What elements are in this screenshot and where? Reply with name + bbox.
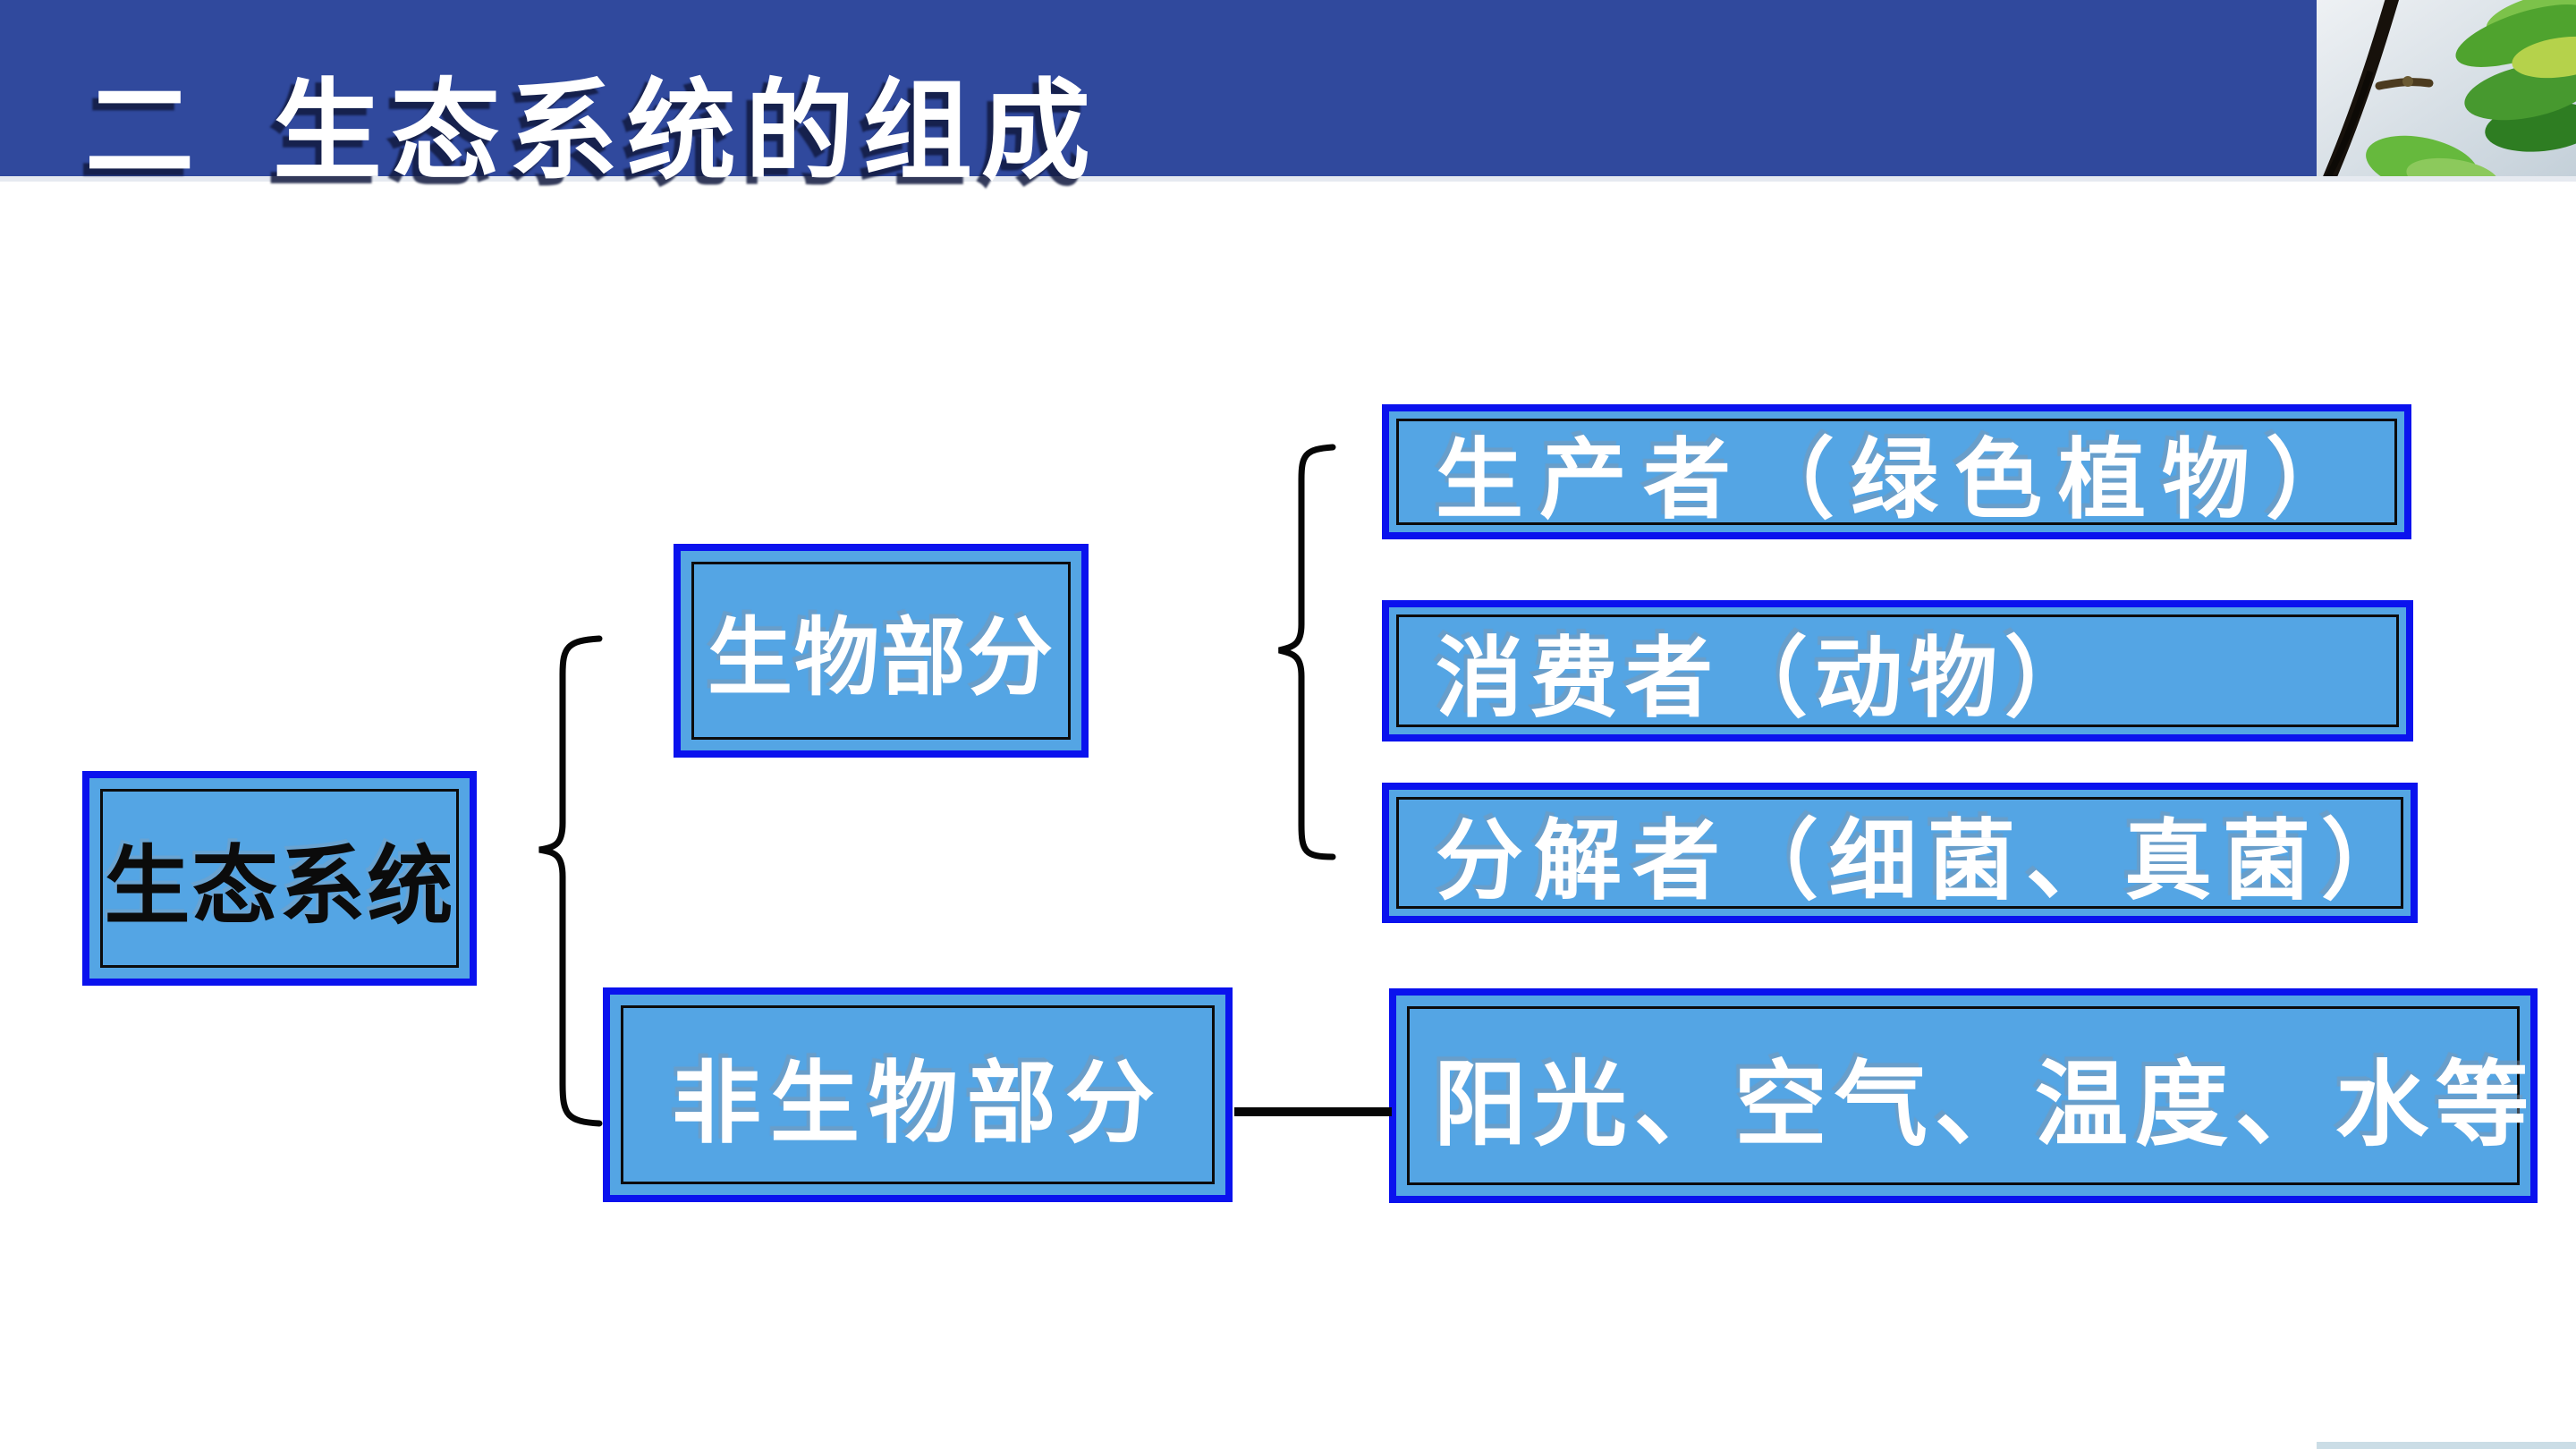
node-consumer: 消费者（动物） — [1382, 600, 2413, 741]
leaf-cluster-top — [2455, 0, 2576, 79]
node-biotic-label: 生物部分 — [707, 611, 1055, 706]
page-title: 二 生态系统的组成 — [85, 71, 1099, 192]
node-decomposer: 分解者（细菌、真菌） — [1382, 783, 2418, 923]
left-brace-biotic-icon — [1278, 444, 1336, 860]
node-abiotic-items-label: 阳光、空气、温度、水等 — [1434, 1053, 2537, 1157]
node-decomposer-label: 分解者（细菌、真菌） — [1436, 810, 2420, 910]
node-ecosystem: 生态系统 — [82, 771, 477, 986]
leaf-branch-photo — [2317, 0, 2576, 176]
node-biotic: 生物部分 — [674, 544, 1089, 758]
left-brace-root-icon — [538, 635, 603, 1127]
node-consumer-label: 消费者（动物） — [1436, 629, 2100, 727]
node-ecosystem-label: 生态系统 — [104, 838, 455, 935]
node-abiotic: 非生物部分 — [603, 987, 1233, 1202]
node-abiotic-items: 阳光、空气、温度、水等 — [1389, 988, 2538, 1203]
node-abiotic-label: 非生物部分 — [672, 1053, 1164, 1154]
node-producer: 生产者（绿色植物） — [1382, 404, 2411, 539]
bottom-corner-strip — [2317, 1442, 2576, 1449]
node-producer-label: 生产者（绿色植物） — [1436, 429, 2370, 529]
branch — [2323, 0, 2434, 176]
header-bar: 二 生态系统的组成 — [0, 0, 2576, 192]
leaf-cluster — [2366, 62, 2576, 176]
abiotic-connector-line — [1234, 1107, 1392, 1116]
